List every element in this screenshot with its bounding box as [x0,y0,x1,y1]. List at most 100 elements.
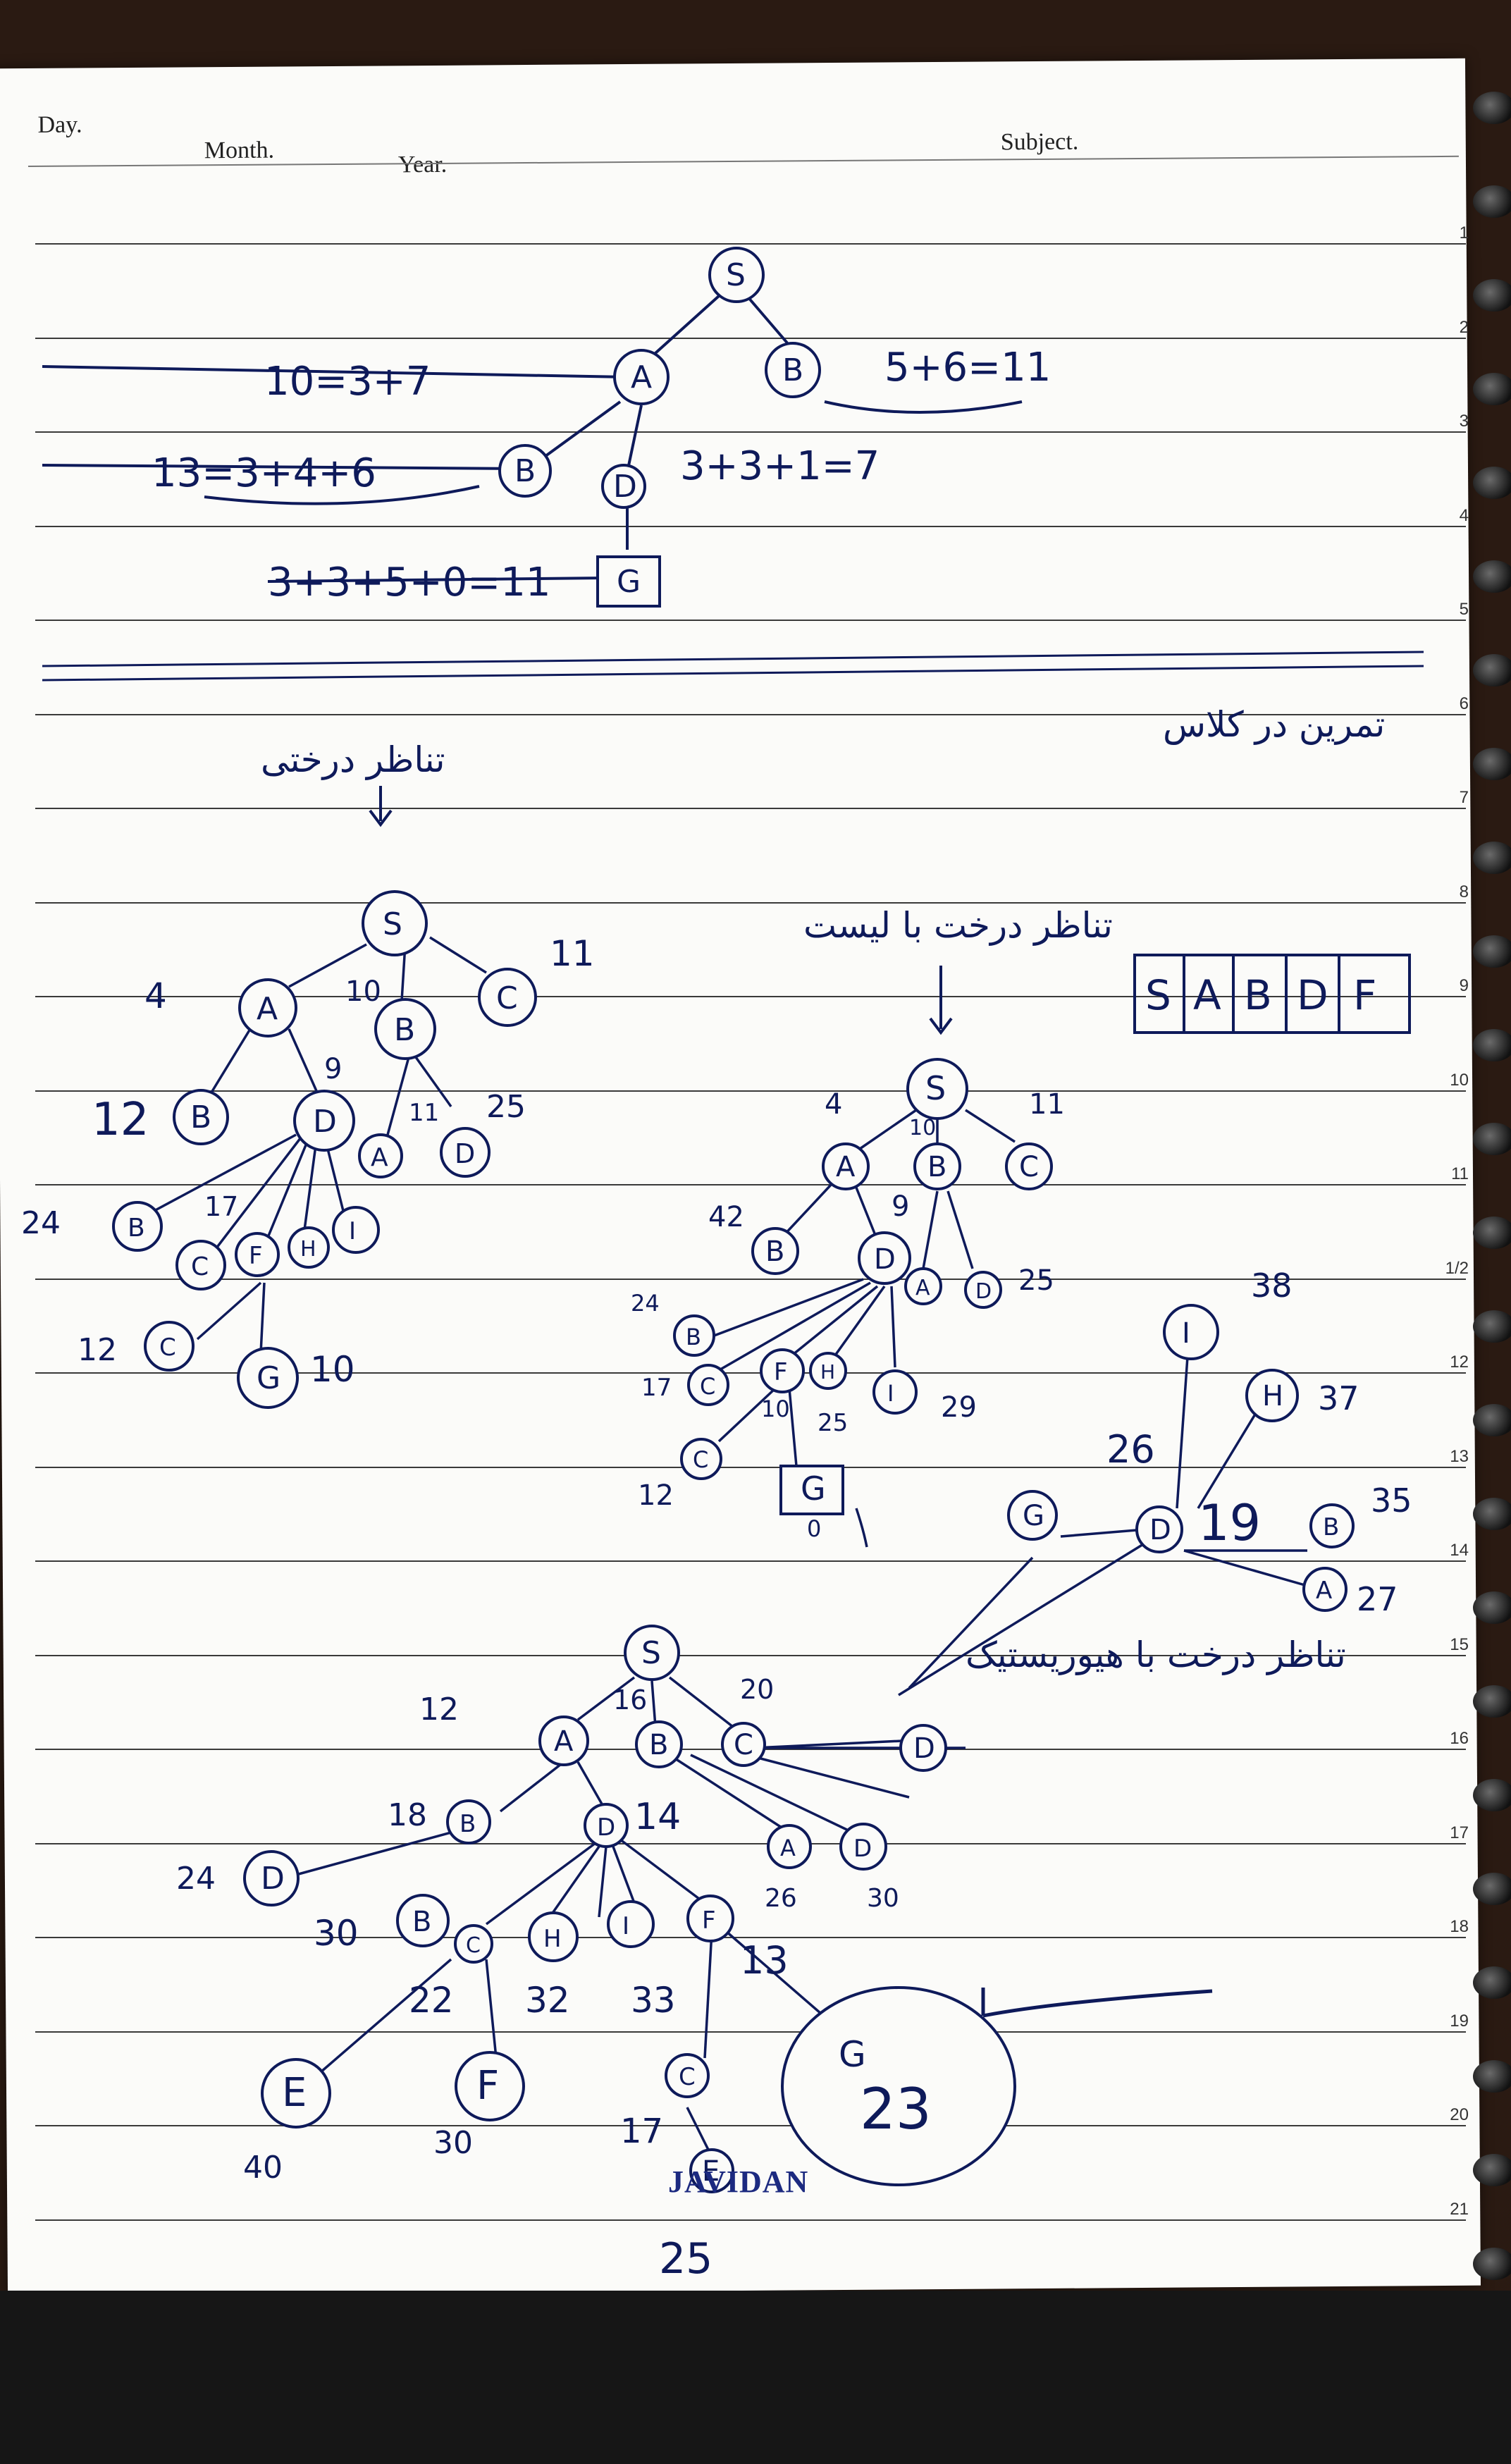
heading-left: تناظر درختی [261,739,445,780]
tb-label-1: 12 [419,1692,459,1727]
tb-label-18: 25 [659,2234,713,2284]
list-box-3: B [1244,971,1272,1019]
ruled-line [35,996,1466,997]
tb-node-a: A [554,1725,574,1758]
ruled-line [35,525,1466,527]
tb-label-9: 30 [314,1913,359,1954]
binding-ring [1473,560,1511,593]
tb-node-c2: C [466,1933,481,1958]
tree-mid-nodes [673,1058,1053,1515]
list-boxes: S A B D F [1133,954,1411,1034]
line-number: 6 [1459,694,1469,713]
line-number: 17 [1450,1823,1469,1842]
tm-label-6: 25 [1018,1264,1054,1297]
tr-label-4: 19 [1198,1494,1261,1552]
tr-node-h: H [1262,1380,1283,1412]
tb-node-g: G [839,2034,866,2075]
binding-ring [1473,842,1511,874]
ruled-line [35,620,1466,621]
tm-node-f: F [774,1358,788,1386]
tb-node-c3: C [679,2063,696,2091]
tr-label-3: 26 [1106,1427,1155,1472]
tl-node-c: C [496,980,518,1016]
tl-label-3: 11 [550,933,595,974]
ruled-line [35,1560,1466,1562]
binding-ring [1473,935,1511,968]
tm-node-a: A [836,1151,856,1183]
tb-label-3: 20 [740,1674,774,1705]
tl-node-b: B [394,1012,415,1048]
tb-label-12: 33 [631,1980,676,2021]
tb-label-6: 24 [176,1861,216,1897]
section-divider [42,651,1424,682]
tl-node-a2: A [371,1143,388,1172]
tm-label-9: 25 [818,1409,848,1437]
line-number: 9 [1459,976,1469,995]
tm-label-7: 24 [631,1290,660,1317]
tb-node-e: E [282,2070,307,2116]
binding-ring [1473,748,1511,780]
ruled-line [35,901,1466,904]
line-number: 1 [1459,223,1469,242]
binding-ring [1473,92,1511,124]
tb-node-d: D [597,1813,615,1842]
tb-node-d4: D [853,1835,872,1863]
tree-bottom-edges [295,1676,966,2150]
check-mark [981,1988,1213,2018]
line-number: 21 [1450,2199,1469,2219]
letter-b2: B [514,453,536,489]
tree-right-nodes [1007,1304,1355,1612]
tl-node-s: S [383,906,402,942]
tb-node-s: S [641,1635,661,1671]
line-number: 13 [1450,1446,1469,1466]
tl-label-11: 10 [310,1349,355,1390]
node-a [613,349,670,405]
section1-node-letters: S A B B D G [514,257,803,600]
tree-mid-labels: 4 10 11 42 9 25 24 17 25 29 12 10 0 [631,1088,1065,1542]
tl-label-1: 4 [144,975,167,1016]
tr-node-i: I [1182,1317,1190,1350]
tm-label-13: 0 [807,1515,821,1542]
tm-node-b2: B [765,1236,784,1268]
ruled-line [35,243,1466,245]
binding-ring [1473,1404,1511,1436]
tree-left-labels: 4 10 11 12 9 11 25 24 17 12 10 [21,933,595,1390]
letter-d: D [613,469,637,505]
line-number: 20 [1450,2105,1469,2124]
tm-node-d2: D [975,1279,992,1304]
ruled-line [35,337,1466,339]
binding-ring [1473,185,1511,218]
tb-label-10: 22 [409,1980,454,2021]
eq-4: 3+3+1=7 [680,443,880,489]
tb-label-16: 17 [620,2112,663,2151]
background-shadow [0,2291,1511,2464]
letter-s: S [726,257,746,293]
tb-node-b3: B [412,1906,431,1938]
tb-node-b2: B [460,1810,476,1838]
ruled-line [35,1372,1466,1374]
ruled-line [35,431,1466,433]
tr-label-5: 35 [1371,1482,1412,1520]
tm-node-c: C [1019,1151,1039,1183]
tb-label-2: 16 [613,1684,647,1715]
tl-label-4: 12 [92,1094,149,1146]
line-number: 16 [1450,1729,1469,1748]
line-number: 4 [1459,505,1469,525]
tr-node-g: G [1023,1500,1044,1532]
node-b2 [498,444,552,498]
tb-label-5: 14 [634,1796,681,1838]
tl-label-2: 10 [345,975,381,1008]
tm-label-5: 9 [892,1190,909,1223]
brand-logo: JAVIDAN [668,2164,809,2199]
ruled-line [35,2125,1466,2126]
node-s [708,247,765,303]
tl-node-d2: D [455,1138,475,1169]
tb-node-b: B [649,1729,668,1761]
binding-ring [1473,2248,1511,2280]
binding-ring [1473,1310,1511,1343]
tr-label-2: 37 [1318,1379,1359,1417]
node-b [765,342,821,398]
binding-ring [1473,1216,1511,1249]
tr-label-1: 38 [1251,1267,1293,1305]
tb-node-d2: D [913,1732,935,1765]
